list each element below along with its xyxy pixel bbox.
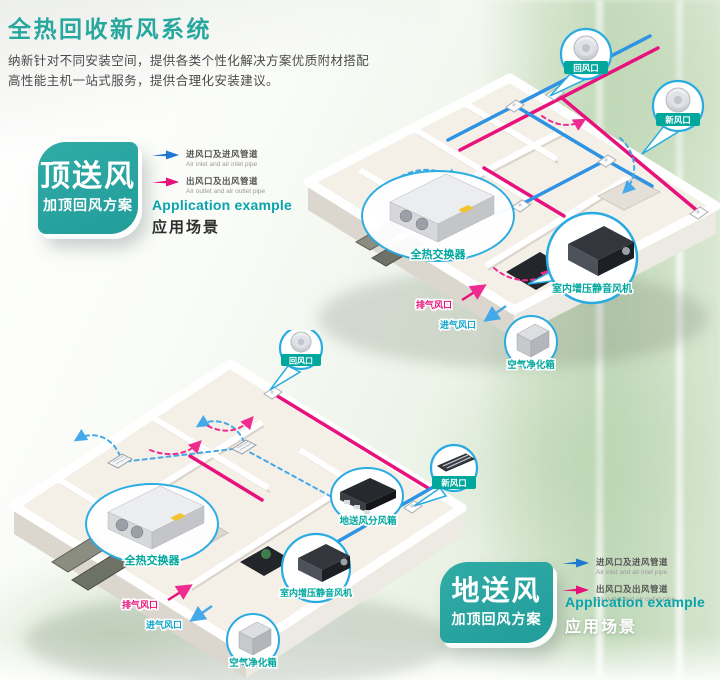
- outlet-label-zh: 出风口及出风管道: [186, 176, 259, 186]
- intake-vent-label: 进气风口: [146, 619, 182, 630]
- outlet-label-en: Air outlet and air outlet pipe: [596, 596, 676, 603]
- booster-fan-label: 室内增压静音风机: [552, 282, 632, 295]
- floor-grilles: [106, 439, 258, 469]
- page-subtitle: 纳新针对不同安装空间，提供各类个性化解决方案优质附材搭配 高性能主机一站式服务，…: [8, 51, 428, 91]
- scheme-box-top-supply: 顶送风 加顶回风方案: [38, 142, 138, 234]
- heat-exchanger-unit: [389, 173, 495, 243]
- inlet-label-zh: 进风口及进风管道: [596, 557, 669, 567]
- application-example-zh: 应用场景: [152, 219, 221, 236]
- callout-fresh-vent: 新风口: [641, 79, 705, 155]
- purifier-unit: [238, 621, 272, 656]
- intake-vent-label: 进气风口: [440, 319, 476, 330]
- callout-return-vent: 回风口: [549, 27, 613, 97]
- legend-top: 进风口及进风管道 Air inlet and air inlet pipe 出风…: [152, 148, 265, 195]
- booster-fan-unit: [298, 544, 350, 582]
- subtitle-line-1: 纳新针对不同安装空间，提供各类个性化解决方案优质附材搭配: [8, 54, 370, 68]
- heat-exchanger-label: 全热交换器: [410, 247, 467, 261]
- scheme-plan: 加顶回风方案: [43, 197, 133, 214]
- purifier-unit: [516, 323, 550, 358]
- callout-heat-exchanger: 全热交换器: [361, 170, 515, 263]
- application-example-zh: 应用场景: [565, 619, 638, 636]
- booster-fan-unit: [568, 226, 634, 276]
- round-vent-icon: [290, 331, 312, 353]
- callout-purifier: 空气净化箱: [504, 315, 558, 373]
- legend-bottom: 进风口及进风管道 Air inlet and air inlet pipe 出风…: [562, 556, 675, 603]
- inlet-label-en: Air inlet and air inlet pipe: [596, 569, 668, 576]
- inlet-label-zh: 进风口及进风管道: [186, 149, 259, 159]
- floor-supply-box-label: 地送风分风箱: [339, 515, 397, 527]
- callout-floor-supply-box: 地送风分风箱: [330, 467, 404, 529]
- outlet-arrow-icon: [152, 177, 180, 187]
- legend-inlet-row: 进风口及进风管道 Air inlet and air inlet pipe: [152, 148, 265, 168]
- purifier-label: 空气净化箱: [229, 657, 277, 669]
- callout-heat-exchanger: 全热交换器: [85, 483, 219, 569]
- purifier-label: 空气净化箱: [507, 359, 555, 371]
- subtitle-line-2: 高性能主机一站式服务，提供合理化安装建议。: [8, 74, 279, 88]
- application-example-en: Application example: [152, 197, 292, 213]
- scheme-box-floor-supply: 地送风 加顶回风方案: [440, 562, 553, 643]
- scheme-name: 地送风: [451, 575, 542, 607]
- round-vent-icon: [573, 35, 599, 61]
- callout-return-vent: 回风口: [269, 330, 324, 391]
- heat-exchanger-label: 全热交换器: [124, 553, 181, 567]
- round-vent-icon: [665, 87, 691, 113]
- inlet-label-en: Air inlet and air inlet pipe: [186, 161, 258, 168]
- page-title: 全热回收新风系统: [8, 16, 212, 42]
- application-block-bottom: Application example 应用场景: [565, 594, 705, 637]
- application-block-top: Application example 应用场景: [152, 197, 292, 237]
- inlet-arrow-icon: [152, 150, 180, 160]
- inlet-arrow-icon: [562, 558, 590, 568]
- heat-exchanger-unit: [107, 485, 205, 550]
- diagram-top-supply: 全热交换器 室内增压静音风机 空气净化箱: [303, 27, 720, 373]
- floor-supply-box-unit: [340, 478, 396, 514]
- scheme-plan: 加顶回风方案: [451, 610, 542, 627]
- duct-network: [73, 386, 444, 564]
- callout-purifier: 空气净化箱: [226, 613, 280, 671]
- plant: [261, 549, 271, 559]
- fresh-vent-label: 新风口: [665, 115, 691, 125]
- legend-outlet-row: 出风口及出风管道 Air outlet and air outlet pipe: [152, 175, 265, 195]
- exhaust-vent-label: 排气风口: [416, 299, 452, 310]
- application-example-en: Application example: [565, 594, 705, 610]
- booster-fan-label: 室内增压静音风机: [280, 587, 352, 598]
- exhaust-vent-label: 排气风口: [122, 599, 158, 610]
- outlet-arrow-icon: [562, 585, 590, 595]
- exterior-vent-labels: 排气风口 进气风口: [120, 584, 213, 632]
- outlet-label-zh: 出风口及出风管道: [596, 584, 669, 594]
- outlet-label-en: Air outlet and air outlet pipe: [186, 188, 266, 195]
- bed: [596, 177, 662, 211]
- exterior-vent-labels: 排气风口 进气风口: [414, 284, 507, 332]
- callout-booster-fan: 室内增压静音风机: [278, 532, 354, 604]
- diagram-floor-supply: 全热交换器 地送风分风箱 室内增压静音风机: [9, 330, 479, 680]
- header: 全热回收新风系统 纳新针对不同安装空间，提供各类个性化解决方案优质附材搭配 高性…: [8, 10, 428, 91]
- legend-inlet-row: 进风口及进风管道 Air inlet and air inlet pipe: [562, 556, 675, 576]
- callout-booster-fan: 室内增压静音风机: [527, 211, 639, 305]
- dining-table: [240, 546, 292, 576]
- return-vent-label: 回风口: [289, 357, 313, 366]
- return-vent-label: 回风口: [573, 63, 599, 73]
- legend-outlet-row: 出风口及出风管道 Air outlet and air outlet pipe: [562, 583, 675, 603]
- linear-grille-icon: [436, 453, 476, 472]
- scheme-name: 顶送风: [40, 159, 136, 193]
- callout-fresh-vent: 新风口: [413, 443, 479, 507]
- fresh-vent-label: 新风口: [441, 478, 467, 488]
